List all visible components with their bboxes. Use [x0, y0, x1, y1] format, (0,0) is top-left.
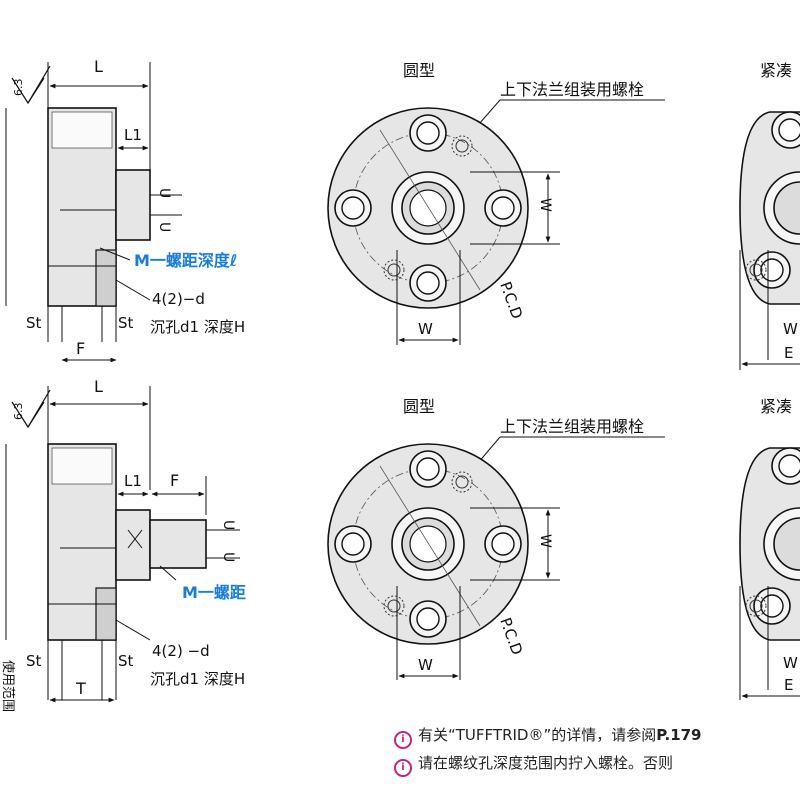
dim-W-right-2: W: [537, 534, 553, 548]
dim-L-label: L: [94, 57, 103, 76]
note-screw-depth: i 请在螺纹孔深度范围内拧入螺栓。否则: [394, 752, 673, 777]
pcd-label: P.C.D: [496, 279, 526, 321]
bolt-label-2: 上下法兰组装用螺栓: [500, 417, 644, 436]
roughness-value-2: 6.3: [12, 403, 25, 421]
dim-U-bottom-2: U: [220, 552, 236, 562]
dim-L-label-2: L: [94, 377, 103, 396]
roughness-symbol-2: 6.3: [11, 389, 51, 429]
top-compact-view: 紧凑 W E: [739, 61, 800, 370]
bottom-round-view: 圆型 上下法兰组装用螺栓 W W P.C.D: [327, 397, 665, 680]
roughness-symbol: 6.3: [11, 65, 51, 105]
shaft-stub: [115, 169, 151, 241]
bolt-label: 上下法兰组装用螺栓: [500, 80, 644, 99]
dim-L1-label-2: L1: [124, 472, 142, 490]
dim-T-label: T: [75, 679, 86, 698]
note-text: 有关“TUFFTRID®”的详情，请参阅: [418, 726, 657, 744]
note-tufftrid: i 有关“TUFFTRID®”的详情，请参阅P.179: [394, 724, 702, 749]
thread-pitch-label-2: M一螺距: [182, 583, 246, 602]
roughness-value: 6.3: [12, 79, 25, 97]
note-text: 请在螺纹孔深度范围内拧入螺栓。否则: [418, 754, 674, 772]
dim-F-label: F: [76, 339, 85, 358]
dim-U-bottom: U: [156, 222, 172, 232]
top-side-view: 6.3 L L1 U U M一螺距深度ℓ 4(2)−d 沉孔d1 深度H: [5, 57, 245, 363]
bottom-side-view: 6.3 L L1 F U U M一螺距 4(2) −d 沉孔d1 深度H: [0, 377, 246, 712]
compact-dim-W: W: [783, 320, 798, 338]
hole-spec-line2: 沉孔d1 深度H: [150, 318, 245, 336]
info-icon: i: [394, 759, 412, 777]
dim-U-top: U: [156, 188, 172, 198]
round-title: 圆型: [403, 61, 435, 80]
hole-spec-line2-2: 沉孔d1 深度H: [150, 670, 245, 688]
compact-title: 紧凑: [760, 61, 792, 80]
dim-W-bottom: W: [418, 320, 433, 338]
info-icon: i: [394, 731, 412, 749]
dim-W-right: W: [537, 198, 553, 212]
top-round-view: 圆型 上下法兰组装用螺栓 W W P.C.D: [327, 61, 665, 345]
compact-title-2: 紧凑: [760, 397, 792, 416]
shaft-extension: [149, 519, 207, 569]
st-left-label: St: [26, 314, 42, 332]
st-right-label: St: [118, 314, 134, 332]
pcd-label-2: P.C.D: [496, 615, 526, 657]
compact-dim-E-2: E: [784, 676, 793, 694]
compact-dim-E: E: [784, 344, 793, 362]
dim-U-top-2: U: [220, 520, 236, 530]
dim-L1-label: L1: [124, 126, 142, 144]
thread-pitch-label: M一螺距深度ℓ: [134, 251, 237, 270]
st-left-label-2: St: [26, 652, 42, 670]
compact-dim-W-2: W: [783, 654, 798, 672]
bottom-compact-view: 紧凑 W E: [739, 397, 800, 700]
hole-spec-line1: 4(2)−d: [152, 290, 205, 308]
dim-W-bottom-2: W: [418, 656, 433, 674]
round-title-2: 圆型: [403, 397, 435, 416]
st-right-label-2: St: [118, 652, 134, 670]
page-reference-link[interactable]: P.179: [656, 726, 702, 744]
usage-range-caption: 使用范围: [0, 660, 16, 712]
hole-spec-line1-2: 4(2) −d: [152, 642, 210, 660]
dim-F-label-2: F: [170, 471, 179, 490]
